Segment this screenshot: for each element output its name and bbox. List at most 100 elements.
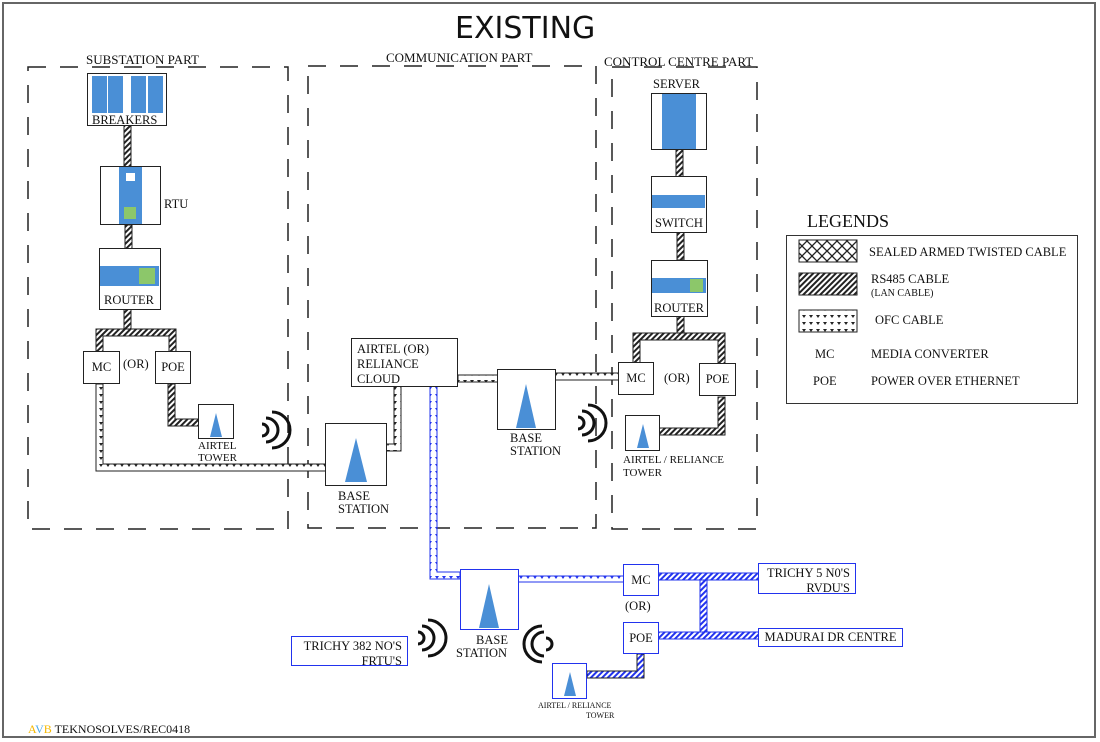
cable-breaker-rtu bbox=[123, 124, 132, 168]
cloud-label-line3: CLOUD bbox=[357, 372, 401, 386]
legend-swatch-diagonal bbox=[798, 272, 858, 296]
ofc-cloud-base2 bbox=[457, 374, 499, 383]
wireless-signal-icon bbox=[417, 618, 448, 658]
breakers-label: BREAKERS bbox=[92, 113, 158, 127]
cloud-label-line2: RELIANCE bbox=[357, 357, 419, 371]
breaker-panel-icon bbox=[148, 76, 163, 113]
mc-label: MC bbox=[631, 572, 651, 587]
footer-logo-v: V bbox=[35, 722, 44, 736]
cable-router-down bbox=[123, 308, 132, 330]
footer-credit: AVB TEKNOSOLVES/REC0418 bbox=[28, 722, 190, 737]
switch-device[interactable]: SWITCH bbox=[651, 176, 707, 233]
field-tower-label-line1: AIRTEL / RELIANCE bbox=[538, 701, 612, 710]
mc-cc-device[interactable]: MC bbox=[618, 362, 654, 395]
cable-rtu-router bbox=[124, 224, 133, 250]
footer-logo-a: A bbox=[28, 722, 36, 736]
cable-poe-tower-cc bbox=[657, 396, 726, 436]
poe-label: POE bbox=[629, 630, 653, 645]
legend-abbr-poe: POE bbox=[813, 374, 837, 388]
mc-device[interactable]: MC bbox=[83, 351, 120, 384]
trichy-frtu-box[interactable]: TRICHY 382 NO'S FRTU'S bbox=[291, 636, 408, 668]
lan-vertical bbox=[699, 579, 708, 633]
substation-section-border bbox=[27, 66, 289, 530]
server-device[interactable] bbox=[651, 93, 707, 150]
router-label: ROUTER bbox=[104, 293, 154, 307]
trichy-rvdu-box[interactable]: TRICHY 5 N0'S RVDU'S bbox=[758, 563, 856, 595]
tower-icon bbox=[210, 413, 222, 437]
legend-label-rs485: RS485 CABLE bbox=[871, 272, 950, 286]
legend-label-ofc: OFC CABLE bbox=[875, 313, 944, 327]
airtel-tower-device[interactable] bbox=[198, 404, 234, 439]
legend-sublabel-lan: (LAN CABLE) bbox=[871, 288, 934, 299]
rtu-icon bbox=[119, 167, 142, 224]
router-icon bbox=[100, 266, 159, 286]
wireless-signal-icon bbox=[522, 624, 554, 664]
airtel-reliance-tower-cc[interactable] bbox=[625, 415, 660, 451]
tower-icon bbox=[564, 672, 576, 696]
lan-poe-tower bbox=[586, 653, 645, 679]
server-icon bbox=[662, 94, 696, 149]
section-label-control: CONTROL CENTRE PART bbox=[604, 54, 754, 69]
field-base-station[interactable] bbox=[460, 569, 519, 630]
rtu-label: RTU bbox=[164, 197, 189, 211]
footer-text: TEKNOSOLVES/REC0418 bbox=[51, 722, 191, 736]
switch-label: SWITCH bbox=[655, 216, 703, 230]
legend-swatch-crosshatch bbox=[798, 239, 858, 263]
tower-label-line1: AIRTEL bbox=[198, 440, 237, 452]
trichy-rvdu-line1: TRICHY 5 N0'S bbox=[766, 566, 850, 580]
poe-label: POE bbox=[705, 372, 730, 386]
mc-label: MC bbox=[91, 360, 112, 374]
base2-label-line1: BASE bbox=[510, 431, 542, 445]
poe-label: POE bbox=[161, 360, 185, 374]
router-cc-device[interactable]: ROUTER bbox=[651, 260, 708, 317]
breaker-panel-icon bbox=[92, 76, 107, 113]
rtu-device[interactable] bbox=[100, 166, 161, 225]
base-station-2[interactable] bbox=[497, 369, 556, 430]
cable-router-split-cc bbox=[632, 332, 726, 365]
cable-poe-tower bbox=[167, 383, 201, 427]
tower-cc-label-line1: AIRTEL / RELIANCE bbox=[623, 454, 724, 466]
control-section-border bbox=[611, 66, 758, 530]
router-cc-label: ROUTER bbox=[654, 301, 704, 315]
field-mc-device[interactable]: MC bbox=[623, 564, 659, 596]
cloud-box[interactable]: AIRTEL (OR) RELIANCE CLOUD bbox=[351, 338, 458, 387]
breaker-panel-icon bbox=[131, 76, 146, 113]
base2-label-line2: STATION bbox=[510, 444, 562, 458]
server-label: SERVER bbox=[653, 77, 700, 91]
tower-icon bbox=[637, 424, 649, 448]
cable-server-switch bbox=[675, 148, 684, 178]
poe-cc-device[interactable]: POE bbox=[699, 363, 736, 396]
base-station-1[interactable] bbox=[325, 423, 387, 486]
breakers-device[interactable]: BREAKERS bbox=[87, 73, 167, 126]
legend-abbr-mc: MC bbox=[815, 347, 835, 361]
tower-icon bbox=[479, 584, 499, 628]
legend-box: SEALED ARMED TWISTED CABLE RS485 CABLE (… bbox=[786, 235, 1078, 404]
section-label-substation: SUBSTATION PART bbox=[86, 52, 199, 67]
footer-logo-b: B bbox=[43, 722, 52, 736]
page-title: EXISTING bbox=[455, 11, 596, 46]
poe-device[interactable]: POE bbox=[155, 351, 191, 384]
field-tower-label-line2: TOWER bbox=[586, 711, 615, 720]
or-label: (OR) bbox=[664, 371, 690, 385]
lan-mc-rvdu bbox=[657, 572, 761, 581]
cable-router-split bbox=[95, 328, 177, 353]
ofc-cloud-field bbox=[429, 385, 461, 580]
field-or-label: (OR) bbox=[625, 599, 651, 613]
lan-poe-madurai bbox=[657, 631, 761, 640]
router-device[interactable]: ROUTER bbox=[99, 248, 161, 310]
madurai-label: MADURAI DR CENTRE bbox=[764, 630, 897, 644]
trichy-rvdu-line2: RVDU'S bbox=[806, 581, 850, 595]
field-poe-device[interactable]: POE bbox=[623, 622, 659, 654]
cable-switch-router bbox=[676, 231, 685, 261]
tower-label-line2: TOWER bbox=[198, 452, 237, 464]
madurai-dr-centre-box[interactable]: MADURAI DR CENTRE bbox=[758, 628, 903, 647]
communication-section-border bbox=[307, 65, 597, 529]
ofc-base2-mc bbox=[554, 372, 620, 381]
cable-router-down-cc bbox=[676, 315, 685, 334]
legend-swatch-triangles bbox=[798, 309, 858, 333]
legend-abbr-mc-value: MEDIA CONVERTER bbox=[871, 347, 989, 361]
switch-icon bbox=[652, 195, 705, 208]
field-airtel-reliance-tower[interactable] bbox=[552, 663, 587, 699]
